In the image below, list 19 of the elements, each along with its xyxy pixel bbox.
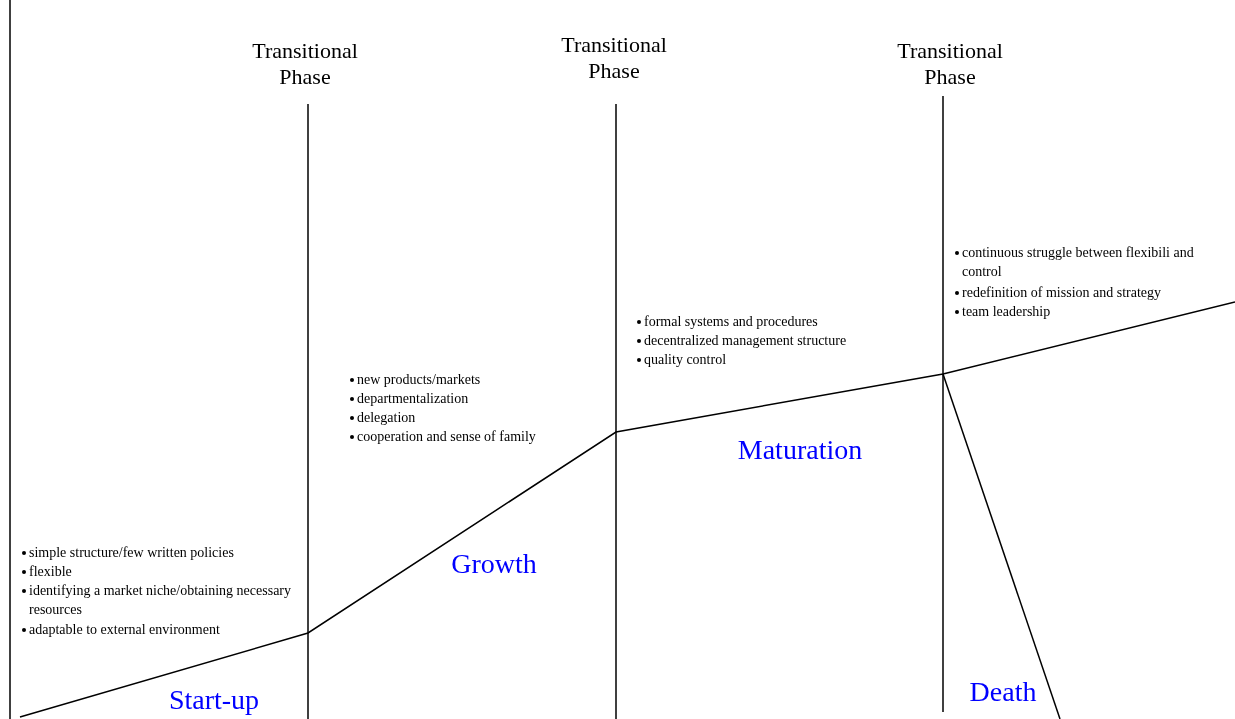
characteristic-text: adaptable to external environment <box>29 621 220 639</box>
characteristic-text: new products/markets <box>357 371 481 389</box>
stage-label: Death <box>968 676 1038 708</box>
characteristic-text: delegation <box>357 409 416 427</box>
characteristic-text: team leadership <box>962 303 1051 321</box>
characteristic-text: redefinition of mission and strategy <box>962 284 1162 302</box>
characteristic-text: departmentalization <box>357 390 469 408</box>
phase-heading: Transitional Phase <box>560 32 668 84</box>
characteristic-text: simple structure/few written policies <box>29 544 234 562</box>
characteristic-text: formal systems and procedures <box>644 313 818 331</box>
stage-label: Start-up <box>167 684 261 716</box>
characteristic-text: quality control <box>644 351 727 369</box>
characteristic-text: flexible <box>29 563 72 581</box>
characteristic-text: decentralized management structure <box>644 332 847 350</box>
stage-label: Growth <box>450 548 538 580</box>
phase-heading: Transitional Phase <box>896 38 1004 90</box>
characteristic-text: cooperation and sense of family <box>357 428 536 446</box>
stage-label: Maturation <box>736 434 864 466</box>
phase-heading: Transitional Phase <box>251 38 359 90</box>
